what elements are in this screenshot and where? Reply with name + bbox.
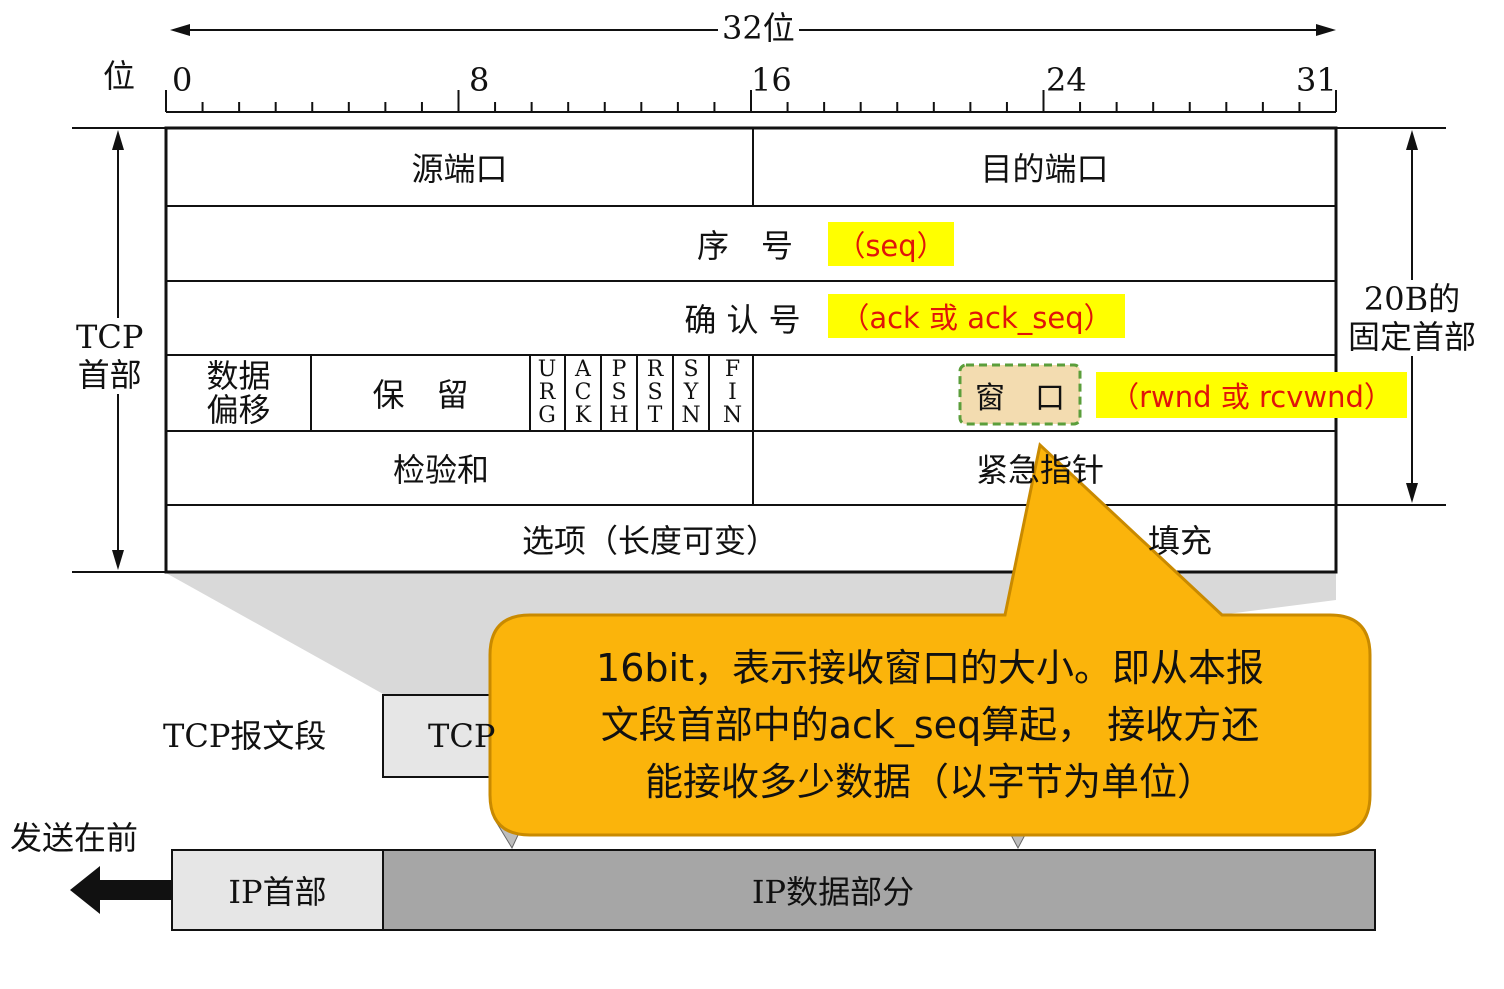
- ip-data-box: [382, 849, 1376, 931]
- tick-label-24: 24: [1046, 61, 1087, 99]
- destination-port-field: 目的端口: [980, 150, 1109, 188]
- bits-label: 32位: [718, 12, 799, 44]
- sequence-number-field: 序 号: [696, 226, 793, 265]
- window-highlight: （rwnd 或 rcvwnd）: [1096, 372, 1407, 418]
- window-highlight-box: [958, 363, 1082, 426]
- ack-number-field: 确 认 号: [684, 301, 801, 339]
- window-field: 窗 口: [975, 380, 1065, 416]
- padding-field: 填充: [1147, 521, 1212, 560]
- tcp-segment-label: TCP报文段: [163, 717, 327, 755]
- ack-highlight: （ack 或 ack_seq）: [828, 294, 1125, 338]
- tick-label-16: 16: [751, 61, 792, 99]
- ip-header-box: [171, 849, 384, 931]
- checksum-field: 检验和: [392, 451, 489, 489]
- ip-header-text: IP首部: [228, 873, 327, 911]
- send-direction-arrow: [70, 866, 172, 914]
- options-field: 选项（长度可变）: [521, 521, 778, 560]
- tcp-header-label: TCP 首部: [76, 318, 144, 394]
- ip-data-text: IP数据部分: [751, 873, 915, 911]
- tcp-header-table: [164, 126, 1338, 574]
- callout-bubble: [488, 442, 1372, 837]
- data-offset-field: 数据 偏移: [206, 357, 271, 429]
- source-port-field: 源端口: [411, 150, 508, 188]
- tick-label-0: 0: [172, 61, 193, 99]
- urgent-pointer-field: 紧急指针: [975, 451, 1104, 489]
- bit-ruler: [165, 90, 1337, 113]
- tick-label-8: 8: [469, 61, 490, 99]
- tick-label-31: 31: [1296, 61, 1337, 99]
- seq-highlight: （seq）: [828, 222, 954, 266]
- window-explanation-callout: 16bit，表示接收窗口的大小。即从本报 文段首部中的ack_seq算起， 接收…: [596, 646, 1264, 804]
- fixed-header-label: 20B的 固定首部: [1348, 280, 1477, 356]
- reserved-field: 保 留: [372, 376, 469, 414]
- bit-position-label: 位: [103, 57, 136, 95]
- tcp-segment-header-text: TCP: [428, 717, 496, 755]
- send-first-label: 发送在前: [10, 819, 139, 857]
